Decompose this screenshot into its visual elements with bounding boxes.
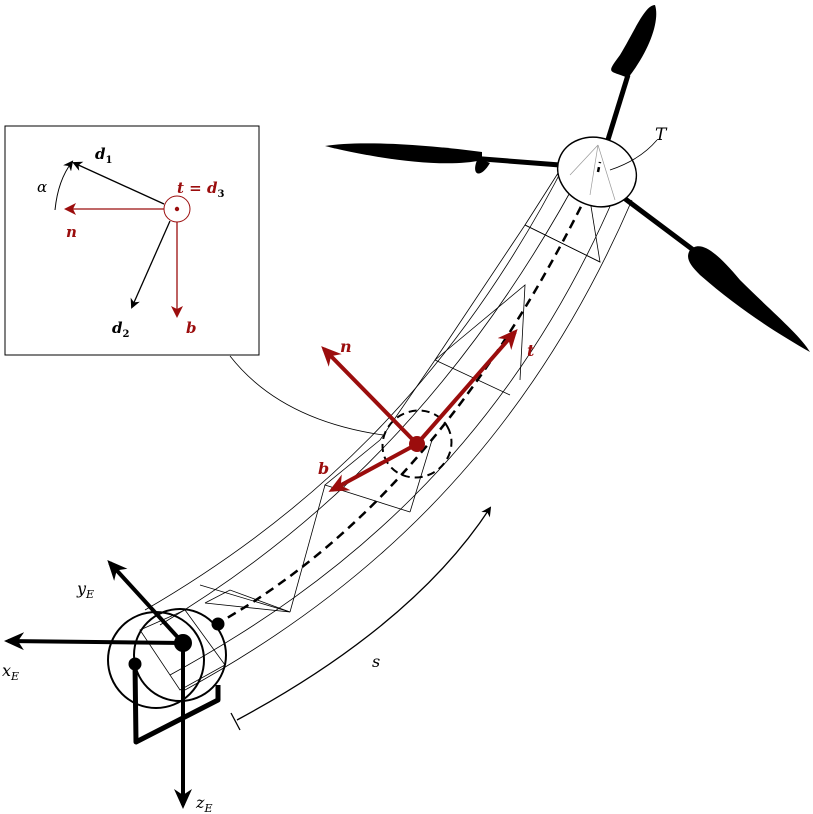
inset-connector (229, 355, 384, 436)
local-frame: n t b (318, 328, 535, 492)
turbine-label: T (655, 125, 668, 145)
yE-label: yE (76, 579, 94, 601)
n-label: n (66, 223, 77, 241)
t-equals-d3-label: t = d3 (177, 179, 224, 200)
arc-length-label: s (372, 652, 380, 671)
tether-lattice (139, 157, 633, 691)
alpha-angle-arc (54, 160, 74, 211)
earth-frame: xE yE zE (2, 560, 212, 814)
d1-arrow (72, 161, 165, 205)
b-label: b (186, 319, 197, 337)
ground-station (107, 608, 227, 745)
d2-label: d2 (112, 319, 130, 340)
d2-arrow (130, 220, 171, 309)
tether-centerline (214, 171, 600, 627)
turbine: T (325, 5, 810, 352)
n-vector-label: n (340, 337, 352, 356)
n-vector (321, 346, 419, 446)
arc-length-arrow (236, 506, 492, 721)
zE-label: zE (195, 793, 212, 814)
xE-axis (4, 632, 184, 651)
t-vector-label: t (527, 341, 535, 360)
xE-label: xE (2, 661, 19, 683)
b-vector (328, 442, 418, 492)
d1-label: d1 (95, 145, 112, 166)
cross-section-inset: d1 α t = d3 n d2 b (4, 125, 260, 356)
rotor-hub (556, 136, 638, 208)
alpha-label: α (37, 178, 47, 196)
yE-axis (107, 560, 185, 645)
t-vector (415, 328, 518, 446)
b-vector-label: b (318, 459, 329, 478)
